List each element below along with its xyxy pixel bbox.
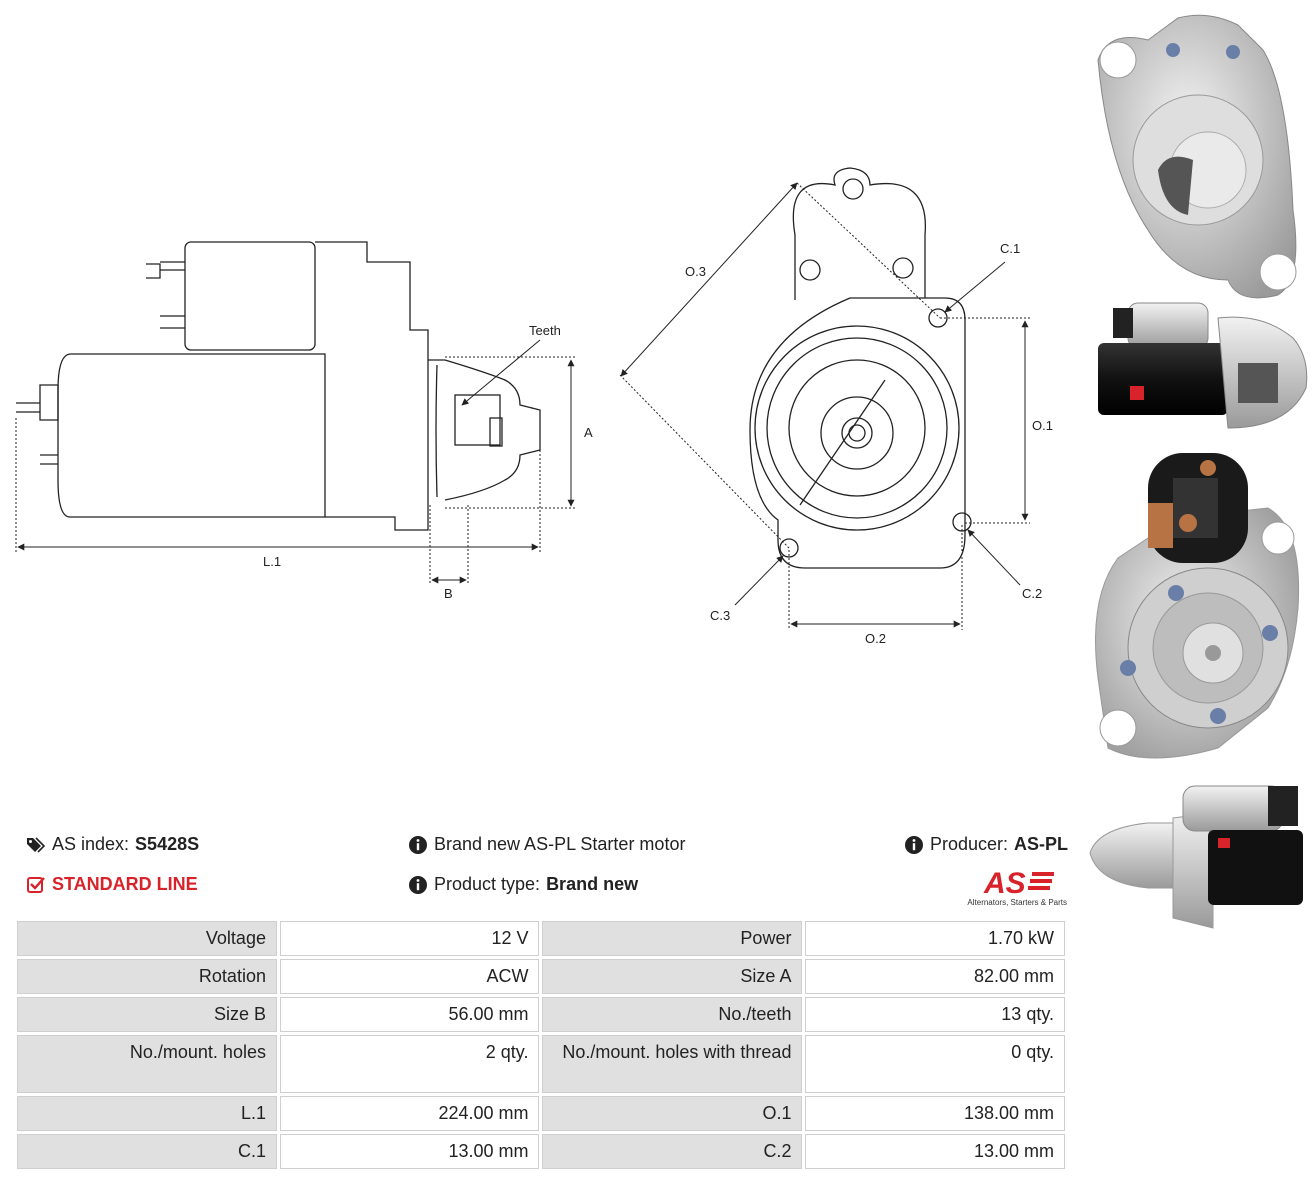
side-view-dimensions: [15, 339, 575, 585]
spec-label: L.1: [17, 1096, 277, 1131]
product-type-value: Brand new: [546, 874, 639, 894]
as-index-value: S5428S: [135, 834, 200, 854]
spec-label: Size A: [542, 959, 803, 994]
label-o1: O.1: [1032, 418, 1053, 433]
spec-value: 224.00 mm: [279, 1096, 540, 1131]
spec-value: 13.00 mm: [805, 1134, 1065, 1169]
table-row: No./mount. holes 2 qty. No./mount. holes…: [17, 1035, 1065, 1093]
side-view: [16, 241, 541, 531]
table-row: C.1 13.00 mm C.2 13.00 mm: [17, 1134, 1065, 1169]
spec-label: No./mount. holes with thread: [542, 1035, 803, 1093]
spec-value: 82.00 mm: [805, 959, 1065, 994]
product-type: Product type: Brand new: [408, 874, 638, 895]
specifications-table: Voltage 12 V Power 1.70 kW Rotation ACW …: [14, 918, 1068, 1172]
as-index: AS index: S5428S: [26, 834, 199, 855]
spec-value: 0 qty.: [805, 1035, 1065, 1093]
spec-value: 2 qty.: [279, 1035, 540, 1093]
front-view: [749, 167, 972, 569]
product-line-label: STANDARD LINE: [52, 874, 198, 894]
spec-value: 12 V: [279, 921, 540, 956]
product-type-label: Product type:: [434, 874, 541, 894]
label-o3: O.3: [685, 264, 706, 279]
table-row: Voltage 12 V Power 1.70 kW: [17, 921, 1065, 956]
producer-label: Producer:: [929, 834, 1008, 854]
table-row: Size B 56.00 mm No./teeth 13 qty.: [17, 997, 1065, 1032]
tags-icon: [27, 836, 46, 853]
spec-label: C.2: [542, 1134, 803, 1169]
product-photo-rear-view: [1097, 14, 1297, 299]
spec-label: No./mount. holes: [17, 1035, 277, 1093]
product-description-text: Brand new AS-PL Starter motor: [434, 834, 686, 854]
spec-value: 138.00 mm: [805, 1096, 1065, 1131]
info-icon: [409, 835, 427, 854]
product-description: Brand new AS-PL Starter motor: [408, 834, 685, 855]
info-icon: [904, 835, 923, 854]
spec-value: ACW: [279, 959, 540, 994]
table-row: L.1 224.00 mm O.1 138.00 mm: [17, 1096, 1065, 1131]
front-view-dimensions: [619, 182, 1030, 630]
label-c3: C.3: [710, 608, 730, 623]
label-c1: C.1: [1000, 241, 1020, 256]
check-square-icon: [27, 876, 45, 893]
logo-mark: AS: [983, 867, 1026, 900]
spec-value: 13.00 mm: [279, 1134, 540, 1169]
spec-value: 56.00 mm: [279, 997, 540, 1032]
spec-value: 1.70 kW: [805, 921, 1065, 956]
as-index-label: AS index:: [52, 834, 130, 854]
as-pl-logo: AS Alternators, Starters & Parts: [967, 867, 1067, 907]
product-line: STANDARD LINE: [26, 874, 198, 895]
producer: Producer: AS-PL: [904, 834, 1068, 855]
spec-label: No./teeth: [542, 997, 803, 1032]
label-b: B: [444, 586, 453, 601]
product-photo-side-view: [1098, 302, 1308, 429]
spec-label: Voltage: [17, 921, 277, 956]
spec-label: O.1: [542, 1096, 803, 1131]
table-row: Rotation ACW Size A 82.00 mm: [17, 959, 1065, 994]
spec-value: 13 qty.: [805, 997, 1065, 1032]
technical-drawing: Teeth A B L.1 O.3 C.1 O.1 C.2: [15, 167, 1053, 646]
label-a: A: [584, 425, 593, 440]
label-l1: L.1: [263, 554, 281, 569]
spec-label: Size B: [17, 997, 277, 1032]
info-icon: [409, 875, 427, 894]
spec-label: Power: [542, 921, 803, 956]
label-o2: O.2: [865, 631, 886, 646]
producer-value: AS-PL: [1014, 834, 1068, 854]
spec-label: Rotation: [17, 959, 277, 994]
product-photo-angle-view: [1089, 785, 1303, 929]
product-photo-front-view: [1095, 453, 1300, 759]
label-c2: C.2: [1022, 586, 1042, 601]
label-teeth: Teeth: [529, 323, 561, 338]
spec-label: C.1: [17, 1134, 277, 1169]
logo-tagline: Alternators, Starters & Parts: [967, 898, 1067, 907]
